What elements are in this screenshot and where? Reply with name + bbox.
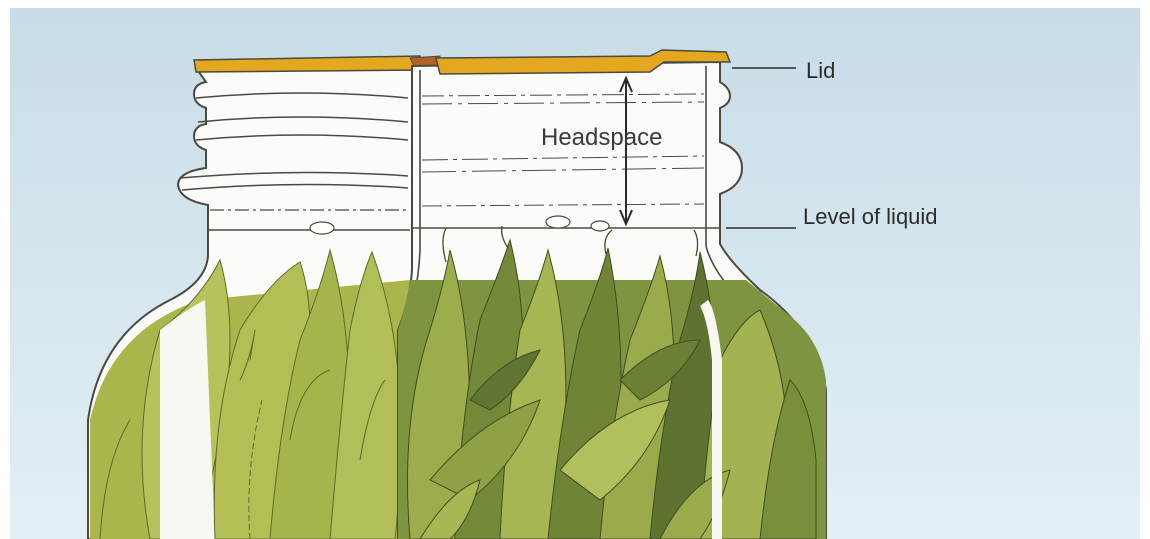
white-frame-right <box>1140 0 1150 539</box>
level-of-liquid-label: Level of liquid <box>803 204 938 230</box>
headspace-label: Headspace <box>541 124 662 152</box>
white-frame-top <box>0 0 1150 8</box>
lid-label: Lid <box>806 58 835 84</box>
white-frame-left <box>0 0 10 539</box>
